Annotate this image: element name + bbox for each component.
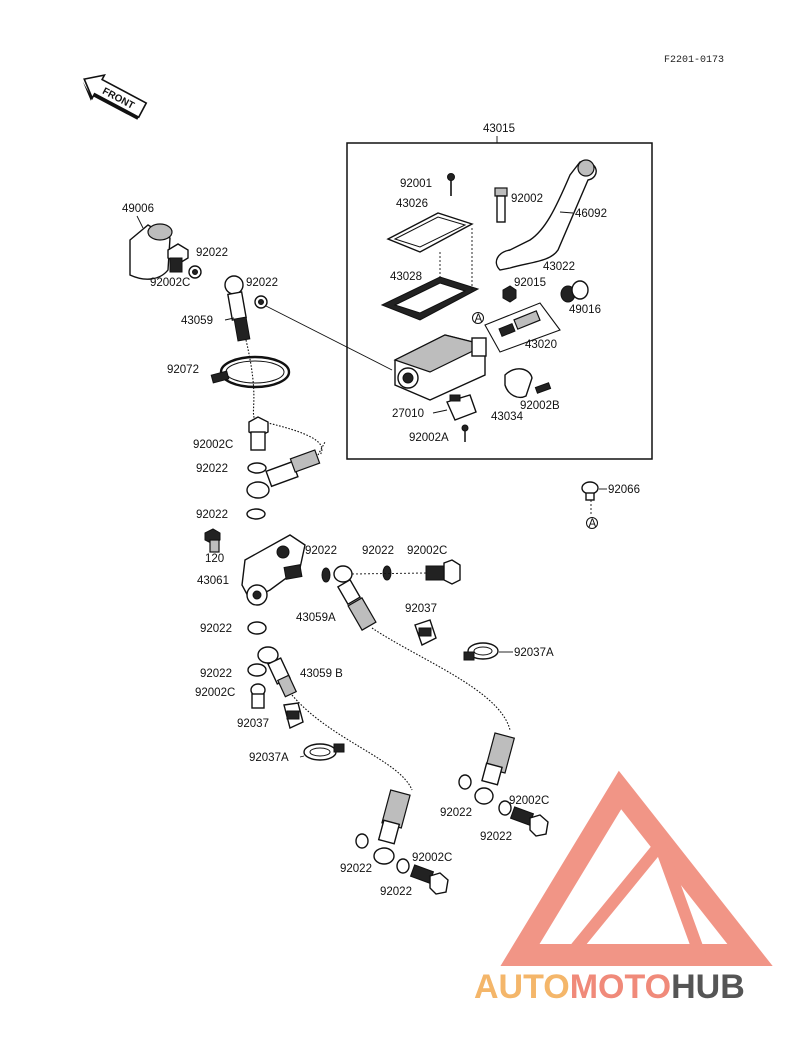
label-49016: 49016 <box>569 304 601 316</box>
washer-92022-k <box>355 833 369 849</box>
label-92002: 92002 <box>511 193 543 205</box>
label-92015: 92015 <box>514 277 546 289</box>
hose-fitting-right-caliper <box>474 732 516 805</box>
label-a-top: A <box>475 313 483 325</box>
piston-kit-43020 <box>484 302 561 353</box>
label-92002c-d: 92002C <box>195 687 235 699</box>
label-43059a: 43059A <box>296 612 336 624</box>
label-43028: 43028 <box>390 271 422 283</box>
label-92022-c: 92022 <box>196 463 228 475</box>
clamp-92072 <box>210 355 291 389</box>
diagram-code: F2201-0173 <box>664 55 724 66</box>
label-92001: 92001 <box>400 178 432 190</box>
label-27010: 27010 <box>392 408 424 420</box>
hose-fitting-43059 <box>224 275 251 342</box>
hose-fitting-43059a <box>336 578 377 631</box>
watermark-text: AUTOMOTOHUB <box>474 968 745 1006</box>
label-92022-f: 92022 <box>362 545 394 557</box>
label-92022-e: 92022 <box>305 545 337 557</box>
washer-92022-c <box>247 462 267 474</box>
banjo-bolt-92002c-top <box>167 243 189 273</box>
label-92002a: 92002A <box>409 432 449 444</box>
clip-92037-b <box>283 702 304 729</box>
label-43061: 43061 <box>197 575 229 587</box>
label-92002c-c: 92002C <box>407 545 447 557</box>
clamp-92037a-right <box>463 642 499 661</box>
label-92037-b: 92037 <box>237 718 269 730</box>
label-92002c-e: 92002C <box>509 795 549 807</box>
label-120: 120 <box>205 553 224 565</box>
clip-92037-a <box>414 619 437 646</box>
label-92072: 92072 <box>167 364 199 376</box>
label-49006: 49006 <box>122 203 154 215</box>
washer-92022-d <box>246 508 266 520</box>
banjo-bolt-92002c-lower <box>250 683 266 709</box>
bolt-120 <box>204 528 221 553</box>
label-92022-j: 92022 <box>480 831 512 843</box>
hose-fitting-43059b <box>257 646 298 698</box>
label-43015: 43015 <box>483 123 515 135</box>
label-92022-g: 92022 <box>200 623 232 635</box>
label-92022-k: 92022 <box>340 863 372 875</box>
label-92037-a: 92037 <box>405 603 437 615</box>
label-43034: 43034 <box>491 411 524 423</box>
brake-lever-46092 <box>495 159 597 271</box>
label-43020: 43020 <box>525 339 557 351</box>
label-92022-b: 92022 <box>246 277 278 289</box>
hose-fitting-left-caliper <box>373 789 411 865</box>
label-46092: 46092 <box>575 208 607 220</box>
hose-fitting-mid <box>246 449 321 499</box>
label-92022-d: 92022 <box>196 509 228 521</box>
label-43059: 43059 <box>181 315 213 327</box>
assembly-box-43015 <box>346 136 653 460</box>
washer-92022-e <box>321 567 331 583</box>
washer-92022-i <box>458 774 472 790</box>
label-92002c-f: 92002C <box>412 852 452 864</box>
watermark-logo <box>500 770 773 966</box>
bolt-92002 <box>494 187 508 223</box>
washer-92022-f <box>382 565 392 581</box>
banjo-bolt-92002c-mid <box>248 416 269 451</box>
cap-49006 <box>129 223 173 280</box>
washer-92022-top <box>188 265 202 279</box>
label-43026: 43026 <box>396 198 428 210</box>
washer-92022-b <box>254 295 268 309</box>
label-92022-l: 92022 <box>380 886 412 898</box>
banjo-bolt-92002c-right <box>425 559 461 585</box>
holder-43034 <box>504 368 533 399</box>
bolt-92002b <box>534 382 552 394</box>
banjo-bolt-92002c-left-caliper <box>409 864 449 895</box>
washer-92022-g <box>247 621 267 635</box>
cap-92066 <box>581 481 599 501</box>
master-cylinder-body <box>393 334 487 401</box>
washer-92022-j <box>498 800 512 816</box>
label-92037a-1: 92037A <box>514 647 554 659</box>
pin-49016 <box>571 280 589 300</box>
washer-92022-h <box>247 663 267 677</box>
label-92066: 92066 <box>608 484 640 496</box>
switch-27010 <box>446 394 477 421</box>
label-43022: 43022 <box>543 261 575 273</box>
label-43059b: 43059 B <box>300 668 343 680</box>
screw-92002a <box>461 424 469 442</box>
front-arrow-icon: FRONT <box>82 74 148 120</box>
label-92037a-2: 92037A <box>249 752 289 764</box>
joint-43061 <box>241 534 306 606</box>
reservoir-cap-43026 <box>386 212 474 253</box>
label-92002b: 92002B <box>520 400 560 412</box>
screw-92001 <box>447 173 455 196</box>
label-a-bottom: A <box>589 518 597 530</box>
washer-92022-l <box>396 858 410 874</box>
nut-92015 <box>502 285 517 303</box>
banjo-bolt-92002c-right-caliper <box>509 806 549 837</box>
label-92022-h: 92022 <box>200 668 232 680</box>
label-92022-a: 92022 <box>196 247 228 259</box>
label-92022-i: 92022 <box>440 807 472 819</box>
diaphragm-43028 <box>380 276 480 321</box>
label-92002c-b: 92002C <box>193 439 233 451</box>
label-92002c-a: 92002C <box>150 277 190 289</box>
clamp-92037a-lower <box>303 743 345 761</box>
